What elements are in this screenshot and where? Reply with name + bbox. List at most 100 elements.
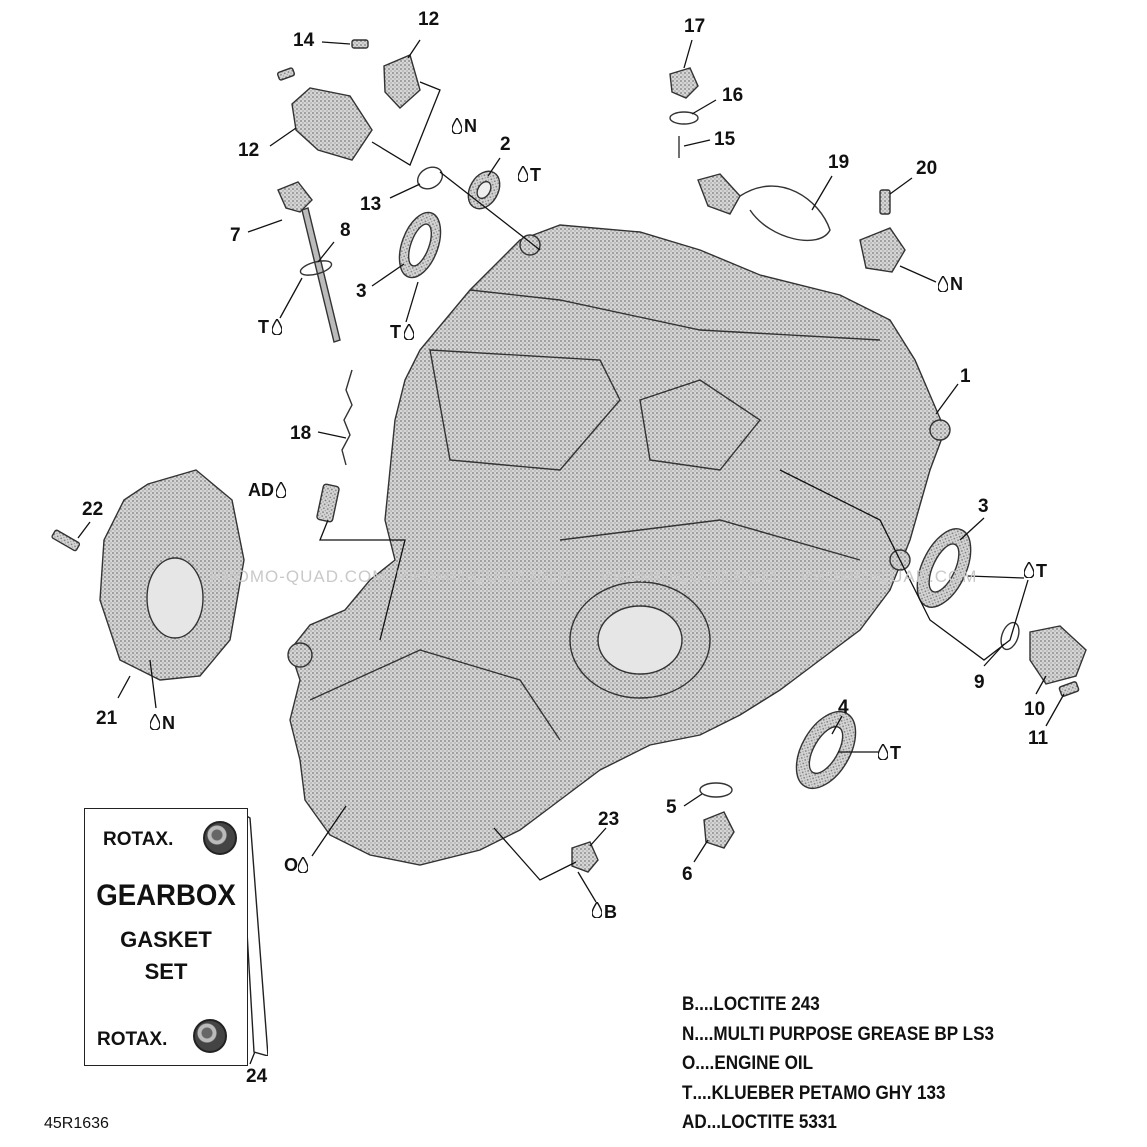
callout-6: 6: [682, 864, 693, 885]
callout-17: 17: [684, 16, 705, 37]
svg-text:T: T: [258, 317, 269, 337]
callout-19: 19: [828, 152, 849, 173]
lube-mark-n: N: [452, 116, 477, 136]
legend-text: LOCTITE 5331: [720, 1112, 837, 1133]
lube-mark-n: N: [150, 713, 175, 733]
callout-12: 12: [238, 140, 259, 161]
callout-18: 18: [290, 423, 311, 444]
watermark: PROMO-QUAD.COM PROMO-QUAD.COM PROMO-QUAD…: [210, 567, 977, 586]
brand-name: ROTAX.: [97, 1029, 168, 1050]
kit-title: GEARBOX: [96, 879, 236, 912]
sensor-10: [1029, 625, 1087, 685]
svg-text:PROMO-QUAD.COM: PROMO-QUAD.COM: [800, 567, 977, 586]
brand-name: ROTAX.: [103, 829, 174, 850]
callout-1: 1: [960, 366, 971, 387]
legend-row: O .... ENGINE OIL: [682, 1049, 1078, 1079]
legend-code: T: [682, 1082, 693, 1104]
svg-text:PROMO-QUAD.COM: PROMO-QUAD.COM: [396, 567, 573, 586]
plug-17: [669, 67, 699, 99]
wiring-harness-19: [697, 173, 906, 273]
leader-lines: [77, 39, 1065, 1065]
legend-text: LOCTITE 243: [713, 994, 820, 1015]
o-ring-8: [299, 260, 333, 276]
legend-code: O: [682, 1053, 696, 1074]
screw-20: [879, 189, 891, 215]
legend-text: KLUEBER PETAMO GHY 133: [711, 1082, 946, 1104]
legend-code: B: [682, 994, 695, 1015]
svg-text:PROMO-QUAD.COM: PROMO-QUAD.COM: [210, 567, 387, 586]
svg-text:AD: AD: [248, 480, 274, 500]
screw-22: [51, 529, 81, 552]
callout-7: 7: [230, 225, 241, 246]
legend-row: AD... LOCTITE 5331: [682, 1108, 1078, 1138]
gasket-kit-card: ROTAX. GEARBOX GASKET SET ROTAX.: [84, 808, 248, 1066]
lube-mark-n: N: [938, 274, 963, 294]
callout-8: 8: [340, 220, 351, 241]
screw-14: [276, 39, 369, 81]
svg-text:N: N: [950, 274, 963, 294]
callout-5: 5: [666, 797, 677, 818]
svg-text:N: N: [464, 116, 477, 136]
lube-mark-t: T: [878, 743, 901, 763]
brand-logo-icon: [203, 821, 237, 855]
legend-code: AD: [682, 1112, 707, 1133]
callout-numbers: 12 14 12 13 2 7 8 3 17 16 15 19 20 1 18 …: [82, 9, 1049, 1087]
sensor-12-top: [383, 54, 421, 109]
kit-subtitle: GASKET: [120, 927, 212, 952]
drawing-number: 45R1636: [44, 1115, 109, 1132]
gasket-16: [669, 111, 699, 125]
brand-logo-icon: [193, 1019, 227, 1053]
oil-seal-4: [795, 710, 857, 790]
lube-mark-t: T: [258, 317, 282, 337]
dipstick-7: [277, 181, 341, 343]
sensor-12-body: [291, 87, 373, 161]
drain-plug-6: [703, 811, 735, 849]
callout-12: 12: [418, 9, 439, 30]
oil-seal-3-right: [916, 528, 972, 608]
seal-2: [467, 170, 501, 210]
callout-15: 15: [714, 129, 736, 150]
callout-16: 16: [722, 85, 743, 106]
callout-3: 3: [978, 496, 989, 517]
lube-mark-ad: AD: [248, 480, 286, 500]
lube-mark-b: B: [592, 902, 617, 922]
legend-code: N: [682, 1023, 695, 1045]
callout-21: 21: [96, 708, 118, 729]
callout-2: 2: [500, 134, 511, 155]
legend-text: MULTI PURPOSE GREASE BP LS3: [713, 1023, 994, 1045]
svg-text:N: N: [162, 713, 175, 733]
lubricant-legend: B .... LOCTITE 243 N .... MULTI PURPOSE …: [682, 990, 1122, 1138]
screw-11: [1058, 681, 1080, 697]
lube-mark-t: T: [518, 165, 541, 185]
o-ring-5: [699, 782, 733, 798]
o-ring-13: [416, 166, 444, 190]
legend-row: N .... MULTI PURPOSE GREASE BP LS3: [682, 1020, 1078, 1050]
cover-21: [99, 469, 245, 681]
oil-seal-3-top: [398, 211, 442, 279]
callout-20: 20: [916, 158, 937, 179]
lube-mark-t: T: [1024, 561, 1047, 581]
svg-text:T: T: [530, 165, 541, 185]
legend-text: ENGINE OIL: [714, 1053, 814, 1074]
gearbox-housing: [287, 224, 951, 866]
kit-subtitle: SET: [144, 959, 188, 984]
lubricant-marks: N T N T T AD N T: [150, 116, 1047, 922]
svg-text:PROMO-QUAD.COM: PROMO-QUAD.COM: [600, 567, 777, 586]
legend-row: T .... KLUEBER PETAMO GHY 133: [682, 1079, 1078, 1109]
lube-mark-o: O: [284, 855, 308, 875]
lube-mark-t: T: [390, 322, 414, 342]
svg-text:T: T: [1036, 561, 1047, 581]
callout-13: 13: [360, 194, 381, 215]
spring-18: [316, 369, 353, 523]
callout-24: 24: [246, 1066, 268, 1087]
callout-14: 14: [293, 30, 315, 51]
plug-23: [571, 841, 599, 873]
legend-row: B .... LOCTITE 243: [682, 990, 1078, 1020]
callout-9: 9: [974, 672, 985, 693]
svg-text:O: O: [284, 855, 298, 875]
svg-text:T: T: [390, 322, 401, 342]
svg-text:T: T: [890, 743, 901, 763]
callout-10: 10: [1024, 699, 1045, 720]
svg-text:B: B: [604, 902, 617, 922]
